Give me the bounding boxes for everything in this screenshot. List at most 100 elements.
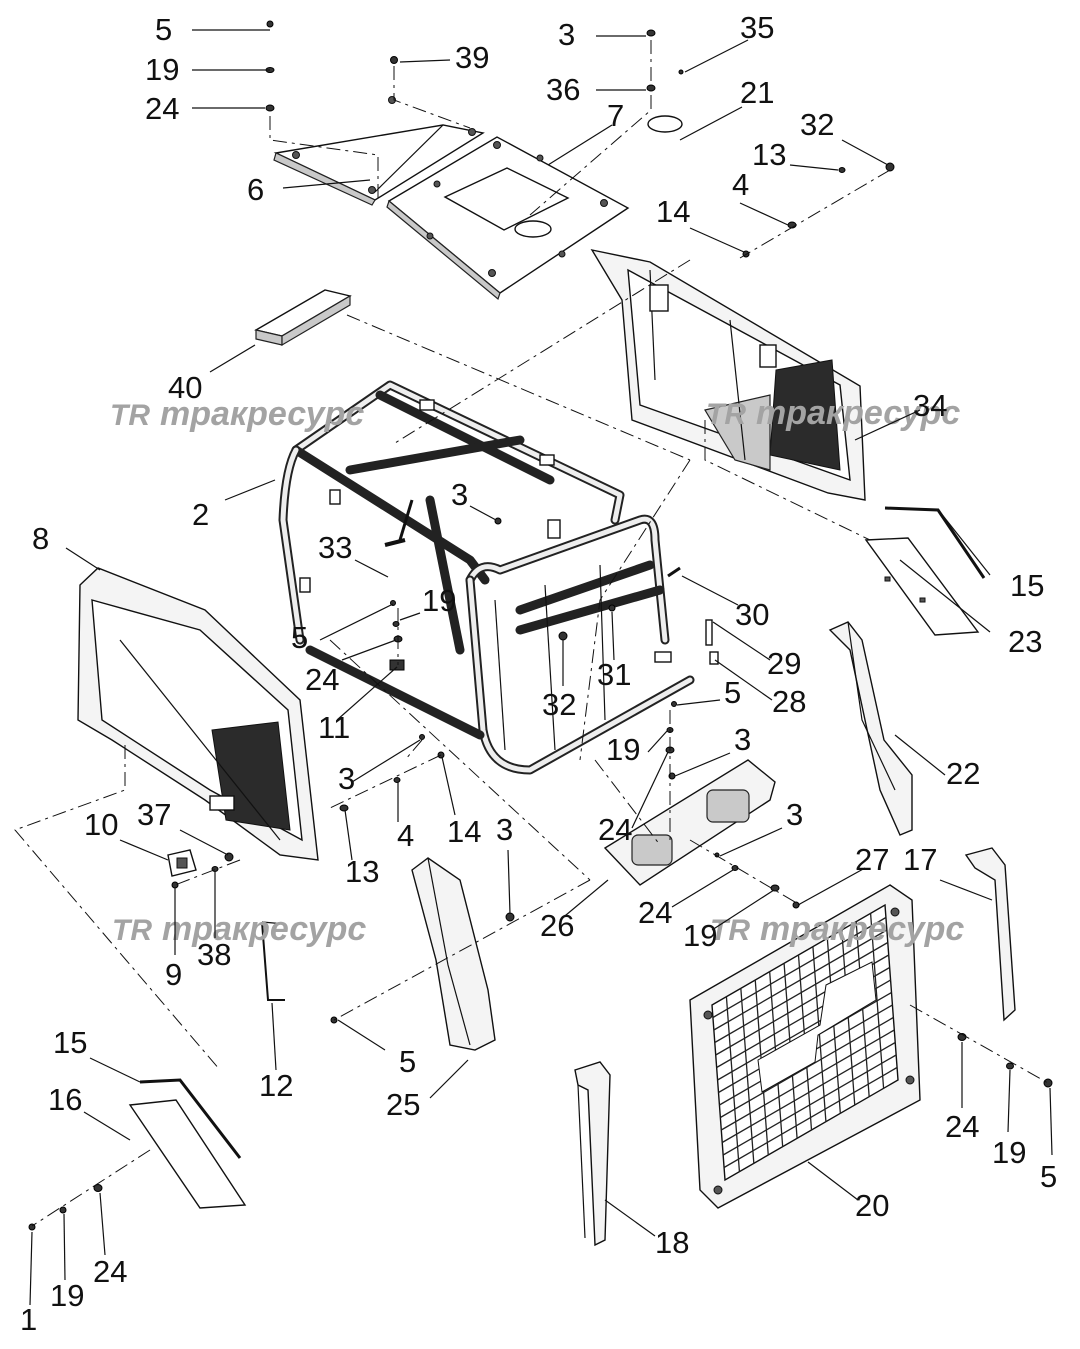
callout-label-19: 19 xyxy=(422,583,456,618)
seal-strip-15-left xyxy=(139,1078,242,1159)
callout-label-5: 5 xyxy=(399,1044,416,1079)
callout-label-3: 3 xyxy=(496,812,513,847)
leader-line xyxy=(899,559,991,633)
callout-label-13: 13 xyxy=(752,137,786,172)
leader-line xyxy=(719,827,783,857)
callout-label-19: 19 xyxy=(992,1135,1026,1170)
callout-label-32: 32 xyxy=(800,107,834,142)
leader-line xyxy=(854,409,921,441)
leader-line xyxy=(712,621,771,661)
left-side-panel-8 xyxy=(77,567,319,861)
callout-label-30: 30 xyxy=(735,597,769,632)
leader-line xyxy=(83,1111,131,1141)
grille-bar xyxy=(723,1066,898,1169)
trim-panel-22 xyxy=(828,621,913,836)
grille-bar xyxy=(713,929,888,1031)
leader-line xyxy=(939,511,991,576)
post-cover-25 xyxy=(411,857,496,1051)
grille-bar xyxy=(714,941,889,1044)
leader-line xyxy=(679,106,743,141)
fasteners xyxy=(28,20,1053,1231)
callout-label-1: 1 xyxy=(20,1302,37,1337)
callout-label-8: 8 xyxy=(32,521,49,556)
grille-bar xyxy=(721,1041,896,1144)
watermark-text: тракресурс xyxy=(160,395,364,433)
leader-line xyxy=(939,879,993,901)
leader-line xyxy=(282,179,371,189)
watermark-logo: TR xyxy=(110,399,150,432)
left-glass-16 xyxy=(128,1099,247,1209)
leader-line xyxy=(469,505,497,521)
watermark-text: тракресурс xyxy=(760,910,964,948)
callout-label-15: 15 xyxy=(1010,568,1044,603)
leader-line xyxy=(63,1213,66,1281)
callout-label-19: 19 xyxy=(606,732,640,767)
leader-line xyxy=(604,1199,656,1237)
leader-line xyxy=(711,889,775,931)
leader-line xyxy=(441,756,456,816)
callout-label-11: 11 xyxy=(318,710,350,745)
callout-label-27: 27 xyxy=(855,842,889,877)
seal-strip-15-rear xyxy=(884,506,986,579)
callout-label-6: 6 xyxy=(247,172,264,207)
leader-line xyxy=(319,603,394,641)
leader-line xyxy=(119,839,169,861)
callout-label-19: 19 xyxy=(50,1278,84,1313)
callout-label-36: 36 xyxy=(546,72,580,107)
callout-label-28: 28 xyxy=(772,684,806,719)
callout-label-22: 22 xyxy=(946,756,980,791)
leader-line xyxy=(224,479,276,501)
grille-bar xyxy=(720,1016,894,1119)
callout-label-25: 25 xyxy=(386,1087,420,1122)
callout-label-32: 32 xyxy=(542,687,576,722)
leader-line xyxy=(271,1002,277,1071)
cab-frame-2 xyxy=(278,380,695,775)
leader-line xyxy=(99,1192,106,1256)
leader-line xyxy=(399,59,451,63)
callout-label-5: 5 xyxy=(291,620,308,655)
latch-plate-10 xyxy=(167,849,197,877)
callout-label-24: 24 xyxy=(93,1254,127,1289)
leader-line xyxy=(29,1231,33,1306)
callout-label-12: 12 xyxy=(259,1068,293,1103)
leader-line xyxy=(341,639,397,661)
leader-line xyxy=(894,734,946,776)
callout-label-5: 5 xyxy=(1040,1159,1057,1194)
callout-label-3: 3 xyxy=(734,722,751,757)
callout-label-20: 20 xyxy=(855,1188,889,1223)
callout-label-15: 15 xyxy=(53,1025,87,1060)
callout-label-14: 14 xyxy=(447,814,481,849)
callout-label-40: 40 xyxy=(168,370,202,405)
callout-label-21: 21 xyxy=(740,75,774,110)
dash-console-26 xyxy=(603,759,776,886)
leader-line xyxy=(336,666,398,721)
leader-line xyxy=(399,612,421,621)
leader-line xyxy=(344,809,353,861)
callout-label-9: 9 xyxy=(165,957,182,992)
callout-label-26: 26 xyxy=(540,908,574,943)
callout-label-24: 24 xyxy=(598,812,632,847)
leader-line xyxy=(611,611,615,661)
callout-label-5: 5 xyxy=(155,12,172,47)
roof-panel-7 xyxy=(386,136,630,301)
roof-hatch-21 xyxy=(647,115,683,133)
callout-label-16: 16 xyxy=(48,1082,82,1117)
leader-line xyxy=(1049,1087,1053,1156)
leader-line xyxy=(354,559,389,578)
leader-line xyxy=(337,1019,386,1051)
leader-line xyxy=(841,139,889,166)
roof-panel-6 xyxy=(273,96,485,206)
callout-label-19: 19 xyxy=(145,52,179,87)
callout-label-2: 2 xyxy=(192,497,209,532)
leader-line xyxy=(684,39,749,73)
gas-strut-33 xyxy=(384,499,414,547)
leader-line xyxy=(674,752,731,777)
grille-bar xyxy=(720,1029,895,1131)
callout-label-13: 13 xyxy=(345,854,379,889)
callout-label-34: 34 xyxy=(913,388,947,423)
callout-label-3: 3 xyxy=(558,17,575,52)
foam-strip-40 xyxy=(254,289,352,347)
leader-line xyxy=(671,869,734,908)
leader-line xyxy=(681,575,739,606)
